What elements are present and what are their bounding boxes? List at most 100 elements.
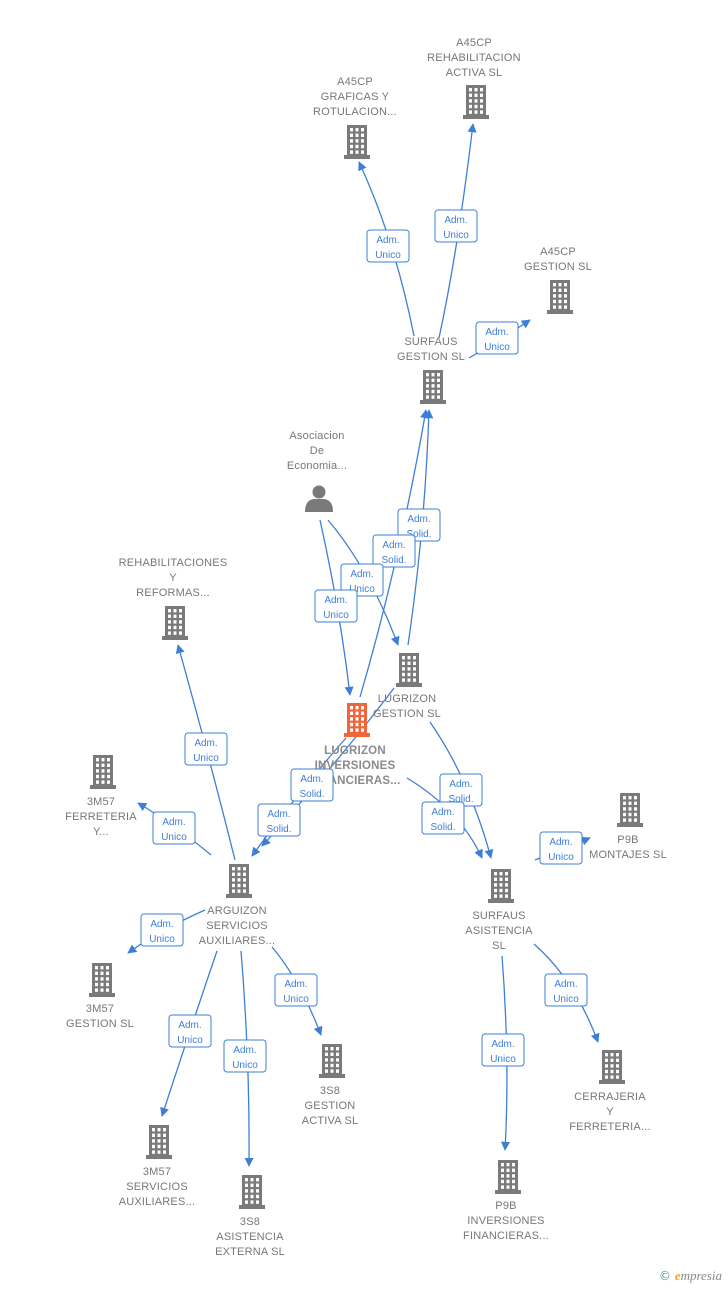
- relation-label-box: [421, 801, 465, 835]
- node-lugrizon-gestion[interactable]: LUGRIZON GESTION SL: [373, 653, 441, 720]
- relation-label[interactable]: Adm.Unico: [140, 913, 184, 947]
- relation-label[interactable]: Adm.Unico: [475, 321, 519, 355]
- relation-label[interactable]: Adm.Unico: [544, 973, 588, 1007]
- relation-label[interactable]: Adm.Unico: [274, 973, 318, 1007]
- node-label: SERVICIOS: [126, 1181, 188, 1193]
- relation-label-box: [223, 1039, 267, 1073]
- node-label: 3M57: [86, 1003, 114, 1015]
- node-3m57-servicios[interactable]: 3M57SERVICIOSAUXILIARES...: [119, 1125, 196, 1208]
- relation-label-text: Adm.: [300, 774, 323, 785]
- node-label: REHABILITACIONES: [119, 557, 228, 569]
- relation-label-text: Adm.: [350, 569, 373, 580]
- node-label: FERRETERIA...: [569, 1121, 650, 1133]
- node-label: GESTION SL: [524, 261, 592, 273]
- edge-labels-layer: Adm.UnicoAdm.UnicoAdm.UnicoAdm.Solid.Adm…: [140, 209, 588, 1073]
- relation-label[interactable]: Adm. Solid.: [257, 803, 301, 837]
- relation-label-box: [475, 321, 519, 355]
- relation-label[interactable]: Adm.Solid.: [372, 534, 416, 568]
- relation-label[interactable]: Adm. Unico: [223, 1039, 267, 1073]
- relation-label-text: Unico: [375, 250, 401, 261]
- building-icon: [146, 1125, 172, 1159]
- node-label: Economia...: [287, 460, 347, 472]
- relation-label[interactable]: Adm.Solid.: [397, 508, 441, 542]
- relation-label-text: Unico: [443, 230, 469, 241]
- node-label: 3S8: [240, 1216, 260, 1228]
- relation-label[interactable]: Adm. Unico: [152, 811, 196, 845]
- relation-label-text: Adm.: [233, 1045, 256, 1056]
- relation-label[interactable]: Adm.Unico: [314, 589, 358, 623]
- node-label: P9B: [495, 1200, 516, 1212]
- brand-logo[interactable]: empresia: [675, 1268, 722, 1284]
- relation-label-text: Adm.: [407, 514, 430, 525]
- relation-label[interactable]: Adm.Unico: [168, 1014, 212, 1048]
- relation-label-text: Unico: [161, 832, 187, 843]
- relation-label[interactable]: Adm.Solid.: [439, 773, 483, 807]
- relation-label-box: [314, 589, 358, 623]
- relation-label-text: Unico: [193, 753, 219, 764]
- relation-label[interactable]: Adm. Unico: [366, 229, 410, 263]
- node-label: FERRETERIA: [65, 811, 137, 823]
- node-3m57-ferreteria[interactable]: 3M57FERRETERIAY...: [65, 755, 137, 838]
- relation-label[interactable]: Adm. Solid.: [421, 801, 465, 835]
- main-company-building-icon: [344, 703, 370, 737]
- relation-label[interactable]: Adm.Unico: [184, 732, 228, 766]
- node-label: A45CP: [456, 37, 492, 49]
- relation-label-text: Solid.: [448, 794, 473, 805]
- relation-label-text: Adm.: [267, 809, 290, 820]
- relation-label-text: Solid.: [430, 822, 455, 833]
- relation-label-text: Adm.: [485, 327, 508, 338]
- node-arguizon[interactable]: ARGUIZONSERVICIOSAUXILIARES...: [199, 864, 276, 947]
- building-icon: [319, 1044, 345, 1078]
- relation-label-text: Unico: [323, 610, 349, 621]
- node-cerrajeria[interactable]: CERRAJERIAYFERRETERIA...: [569, 1050, 651, 1133]
- node-rehabilitaciones[interactable]: REHABILITACIONESYREFORMAS...: [119, 557, 228, 640]
- person-icon: [305, 485, 333, 512]
- building-icon: [617, 793, 643, 827]
- relation-label-text: Adm.: [376, 235, 399, 246]
- relation-label[interactable]: Adm.Unico: [539, 831, 583, 865]
- relation-label-box: [140, 913, 184, 947]
- relation-label[interactable]: Adm.Unico: [434, 209, 478, 243]
- node-label: 3S8: [320, 1085, 340, 1097]
- relation-label-text: Unico: [490, 1054, 516, 1065]
- relation-label-box: [372, 534, 416, 568]
- node-label: A45CP: [337, 76, 373, 88]
- relation-label[interactable]: Adm.Unico: [481, 1033, 525, 1067]
- node-p9b-inversiones[interactable]: P9BINVERSIONESFINANCIERAS...: [463, 1160, 549, 1242]
- node-label: Y...: [93, 826, 109, 838]
- relation-label-text: Adm.: [382, 540, 405, 551]
- relation-label-text: Adm.: [431, 807, 454, 818]
- building-icon: [495, 1160, 521, 1194]
- node-label: LUGRIZON: [378, 693, 436, 705]
- relation-label[interactable]: Adm.Unico: [340, 563, 384, 597]
- building-icon: [599, 1050, 625, 1084]
- node-label: SURFAUS: [404, 336, 457, 348]
- relation-label-text: Adm.: [162, 817, 185, 828]
- relation-label-box: [274, 973, 318, 1007]
- node-label: Y: [169, 572, 177, 584]
- node-label: INVERSIONES: [467, 1215, 544, 1227]
- node-label: Asociacion: [289, 430, 344, 442]
- relation-label-text: Unico: [149, 934, 175, 945]
- node-asociacion[interactable]: AsociacionDeEconomia...: [287, 430, 347, 512]
- relation-label-text: Solid.: [266, 824, 291, 835]
- node-label: LUGRIZON: [324, 745, 386, 757]
- relation-label-box: [366, 229, 410, 263]
- brand-initial: e: [674, 1268, 681, 1283]
- relation-label-text: Unico: [177, 1035, 203, 1046]
- node-label: GESTION SL: [373, 708, 441, 720]
- relation-label-text: Unico: [232, 1060, 258, 1071]
- node-label: MONTAJES SL: [589, 849, 667, 861]
- relation-label[interactable]: Adm.Solid.: [290, 768, 334, 802]
- node-label: 3M57: [143, 1166, 171, 1178]
